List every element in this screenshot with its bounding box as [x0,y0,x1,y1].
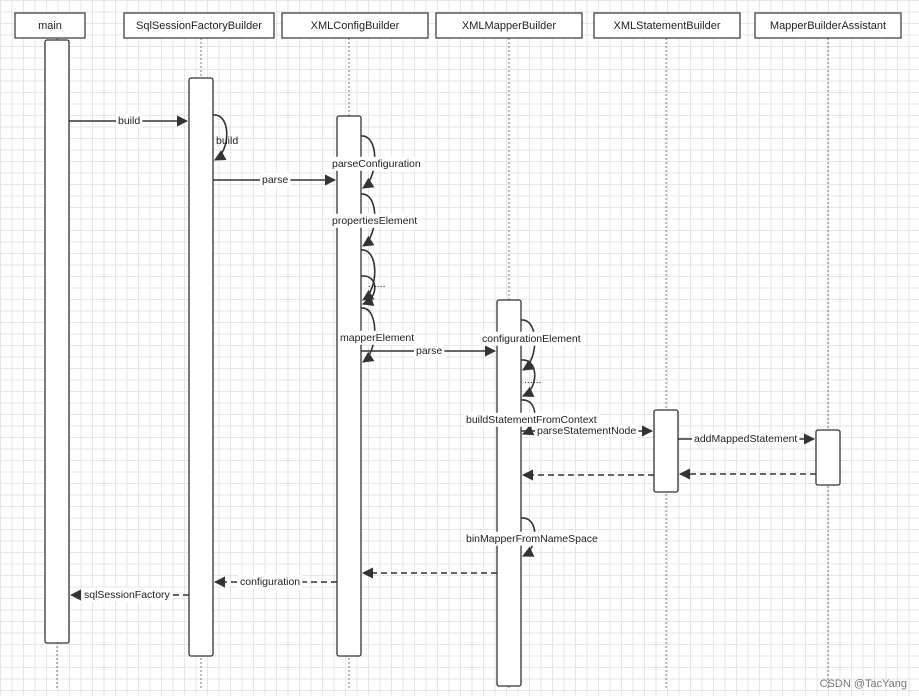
message-build: build [212,114,238,161]
message-label-background [330,156,423,171]
message-label-background [464,531,601,546]
message-parse: parse [213,172,337,187]
self-call-arrow [360,307,376,363]
message-label: build [118,115,140,127]
self-call-arrow [212,114,228,161]
message-label-background [116,113,143,128]
message-binmapperfromnamespace: binMapperFromNameSpace [464,517,601,557]
activation-xmlstatementbuilder [653,409,679,493]
message-label: sqlSessionFactory [84,589,171,601]
message-label-background [238,574,303,589]
message-parsestatementnode: parseStatementNode [521,423,654,438]
message-label: binMapperFromNameSpace [466,533,598,545]
message-label: buildStatementFromContext [466,414,597,426]
self-call-arrow [520,359,536,397]
participant-label: XMLConfigBuilder [311,20,400,32]
message-addmappedstatement: addMappedStatement [678,431,816,446]
message-ellipsis: ...... [520,359,542,397]
message-label-background [535,423,639,438]
message-label: build [216,135,238,147]
message-parseconfiguration: parseConfiguration [330,135,423,189]
participant-label: XMLMapperBuilder [462,20,556,32]
message-label: mapperElement [340,332,414,344]
message-self [360,249,376,301]
message-mapperelement: mapperElement [338,307,417,363]
activation-main [44,39,70,644]
message-label: configuration [240,576,300,588]
message-label-background [260,172,291,187]
message-propertieselement: propertiesElement [330,193,420,247]
self-call-arrow [360,249,376,301]
message-sqlsessionfactory: sqlSessionFactory [69,587,189,602]
message-label-background [338,330,417,345]
message-build: build [69,113,189,128]
participant-main: main [14,12,86,39]
message-label-background [692,431,800,446]
message-label-background [414,343,445,358]
participant-mapperbuilderassistant: MapperBuilderAssistant [754,12,902,39]
activation-xmlconfigbuilder [336,115,362,657]
message-label-background [330,213,420,228]
message-buildstatementfromcontext: buildStatementFromContext [464,399,599,436]
message-label-background [82,587,173,602]
activation-mapperbuilderassistant [815,429,841,486]
message-label: parseConfiguration [332,158,421,170]
participant-sqlsessionfactorybuilder: SqlSessionFactoryBuilder [123,12,275,39]
participant-xmlstatementbuilder: XMLStatementBuilder [593,12,741,39]
message-configurationelement: configurationElement [480,319,583,371]
participant-label: main [38,20,62,32]
message-configuration: configuration [213,574,337,589]
message-parse: parse [361,343,497,358]
message-label: parse [262,174,288,186]
participant-xmlmapperbuilder: XMLMapperBuilder [435,12,583,39]
message-label: parse [416,345,442,357]
message-label-background [480,331,583,346]
message-label: configurationElement [482,333,581,345]
message-label: parseStatementNode [537,425,636,437]
message-label: ...... [524,374,542,386]
participant-xmlconfigbuilder: XMLConfigBuilder [281,12,429,39]
activation-xmlmapperbuilder [496,299,522,687]
message-label: addMappedStatement [694,433,797,445]
message-label: ...... [368,278,386,290]
message-ellipsis: ...... [360,275,386,306]
participant-label: MapperBuilderAssistant [770,20,886,32]
message-label: propertiesElement [332,215,417,227]
participant-label: XMLStatementBuilder [614,20,721,32]
watermark: CSDN @TacYang [819,678,907,690]
activation-sqlsessionfactorybuilder [188,77,214,657]
message-label-background [464,412,599,427]
participant-label: SqlSessionFactoryBuilder [136,20,262,32]
self-call-arrow [360,275,376,306]
